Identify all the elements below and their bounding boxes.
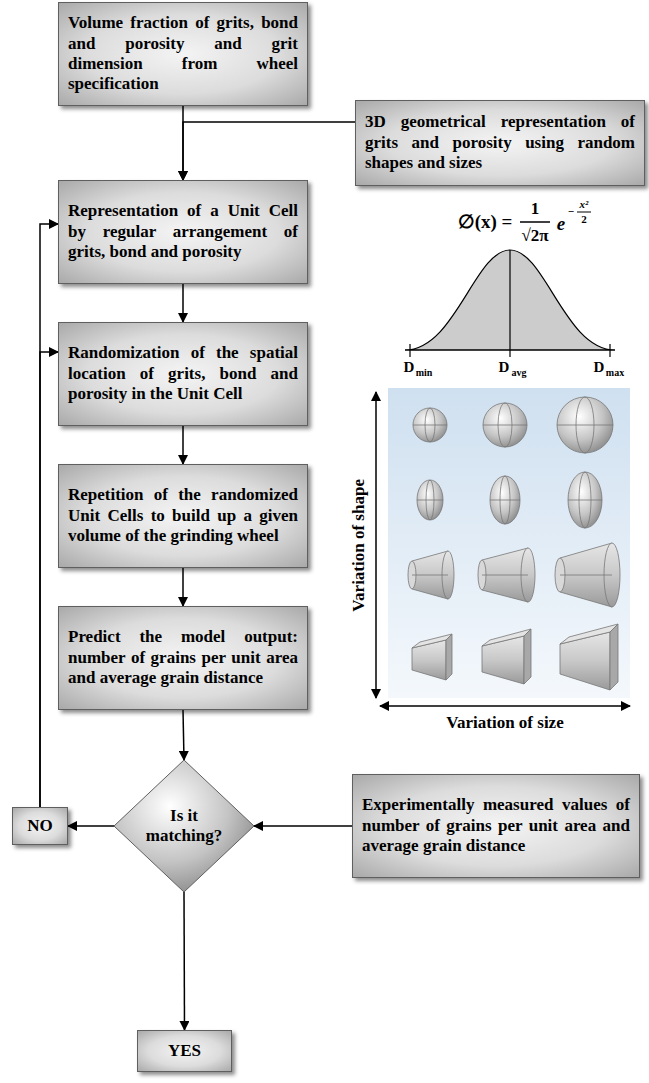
flow-arrow xyxy=(183,122,355,180)
input-box: Experimentally measured values of number… xyxy=(352,774,640,878)
node-text: Randomization of the spatial location of… xyxy=(68,343,298,404)
axis-subscript: min xyxy=(416,367,433,378)
node-text: YES xyxy=(147,1041,222,1061)
axis-title: Variation of size xyxy=(446,714,563,733)
flow-arrow xyxy=(183,710,184,760)
axis-label: D xyxy=(404,359,415,376)
input-box: Volume fraction of grits, bond and poros… xyxy=(58,2,308,106)
formula-text: − xyxy=(568,205,574,217)
shape-panel xyxy=(376,388,630,706)
answer-box: YES xyxy=(137,1030,232,1072)
formula-text: ∅(x) = xyxy=(458,212,513,233)
formula-text: 2 xyxy=(581,213,587,225)
node-text: NO xyxy=(22,816,58,836)
formula-text: √2π xyxy=(521,227,548,246)
node-text: Is it matching? xyxy=(139,806,229,847)
node-text: Representation of a Unit Cell by regular… xyxy=(68,201,298,262)
node-text: Experimentally measured values of number… xyxy=(362,795,630,856)
answer-box: NO xyxy=(12,807,68,845)
flow-arrow xyxy=(182,284,184,322)
process-box: Randomization of the spatial location of… xyxy=(58,322,308,426)
node-text: Repetition of the randomized Unit Cells … xyxy=(68,485,298,546)
flow-arrow xyxy=(254,825,352,827)
process-box: Representation of a Unit Cell by regular… xyxy=(58,180,308,284)
flow-arrow xyxy=(40,224,58,807)
process-box: 3D geometrical representation of grits a… xyxy=(355,100,645,186)
node-text: Volume fraction of grits, bond and poros… xyxy=(68,13,298,95)
decision-diamond: Is it matching? xyxy=(114,760,254,892)
flow-arrow xyxy=(40,352,58,807)
formula-text: x² xyxy=(580,198,589,210)
axis-label: D xyxy=(594,359,605,376)
axis-subscript: avg xyxy=(512,367,527,378)
formula-text: 1 xyxy=(531,200,540,219)
axis-title: Variation of shape xyxy=(350,479,369,612)
node-text: 3D geometrical representation of grits a… xyxy=(365,112,635,173)
process-box: Repetition of the randomized Unit Cells … xyxy=(58,464,308,568)
node-text: Predict the model output: number of grai… xyxy=(68,627,298,688)
flow-arrow xyxy=(182,426,184,464)
axis-label: D xyxy=(499,359,510,376)
diamond-shape xyxy=(114,760,254,892)
gaussian-illustration xyxy=(405,212,615,357)
output-box: Predict the model output: number of grai… xyxy=(58,606,308,710)
flow-arrow xyxy=(183,892,185,1030)
axis-subscript: max xyxy=(606,367,624,378)
flow-arrow xyxy=(68,825,114,827)
flow-arrow xyxy=(182,568,184,606)
formula-text: e xyxy=(557,214,565,235)
